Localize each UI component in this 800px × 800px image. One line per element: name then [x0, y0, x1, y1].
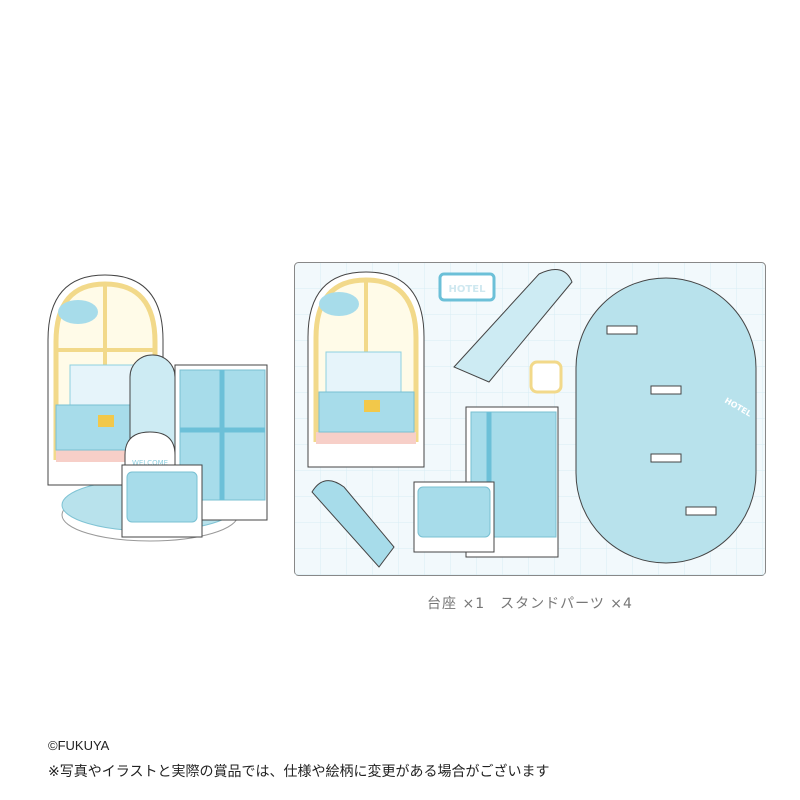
copyright-text: ©FUKUYA [48, 738, 110, 753]
welcome-part [311, 480, 395, 568]
base-part [575, 277, 757, 564]
hotel-sign-part [438, 272, 496, 302]
welcome-label: WELCOME [132, 459, 168, 467]
stand-pole-part [453, 269, 573, 383]
parts-sheet-illustration: HOTEL HOTEL [294, 262, 766, 576]
disclaimer-notice: ※写真やイラストと実際の賞品では、仕様や絵柄に変更がある場合がございます [48, 764, 550, 780]
assembled-stand-illustration: WELCOME [47, 274, 268, 542]
hotel-sign-label: HOTEL [449, 284, 487, 295]
parts-caption: 台座 ×1 スタンドパーツ ×4 [427, 596, 633, 612]
